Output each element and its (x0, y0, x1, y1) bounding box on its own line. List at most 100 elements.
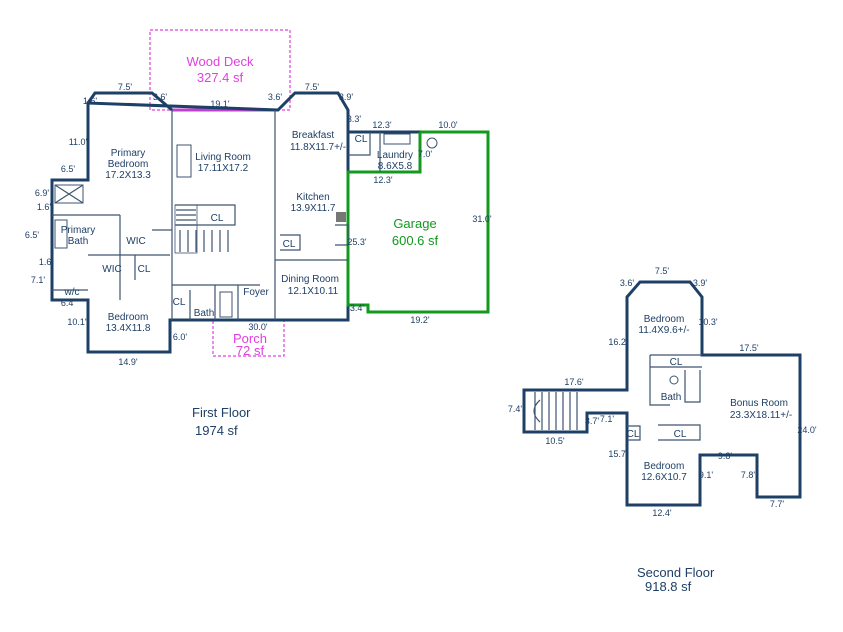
plan-label: Garage (393, 216, 436, 231)
plan-label: 1.6' (83, 96, 98, 106)
plan-label: 6.4' (61, 298, 76, 308)
wood-deck-label: Wood Deck (187, 54, 254, 69)
plan-label: 10.3' (698, 317, 718, 327)
plan-label: 7.0' (418, 149, 433, 159)
first-floor-title: First Floor (192, 405, 251, 420)
plan-label: Bonus Room (730, 398, 788, 409)
plan-label: Dining Room (281, 274, 339, 285)
plan-label: 7.1' (600, 414, 615, 424)
plan-label: 11.4X9.6+/- (638, 325, 689, 336)
second-floor-title: Second Floor (637, 565, 715, 580)
plan-label: 19.2' (410, 315, 430, 325)
plan-label: 7.5' (655, 266, 670, 276)
plan-label: 1.6' (37, 202, 52, 212)
plan-label: CL (674, 429, 687, 440)
plan-label: CL (138, 264, 151, 275)
plan-label: Bedroom (108, 312, 149, 323)
first-floor-dimensions: 7.5' 1.6' 3.6' 19.1' 3.6' 7.5' 3.9' 3.3'… (25, 82, 492, 367)
plan-label: 19.1' (210, 99, 230, 109)
plan-label: Bedroom (108, 159, 149, 170)
second-floor-room-labels: Bedroom 11.4X9.6+/- Bonus Room 23.3X18.1… (627, 314, 793, 483)
plan-label: 3.4' (350, 303, 365, 313)
plan-label: 13.9X11.7 (291, 203, 336, 214)
plan-label: WIC (102, 264, 121, 275)
plan-label: 25.3' (347, 237, 367, 247)
plan-label: 17.2X13.3 (105, 170, 151, 181)
porch-area: 72 sf (236, 343, 265, 358)
plan-label: Bedroom (644, 314, 685, 325)
plan-label: 16.2' (608, 337, 628, 347)
plan-label: Laundry (377, 150, 413, 161)
plan-label: Bedroom (644, 461, 685, 472)
plan-label: 7.4' (508, 404, 523, 414)
plan-label: Primary (61, 225, 95, 236)
plan-label: 6.0' (173, 332, 188, 342)
plan-label: Breakfast (292, 130, 334, 141)
first-floor-room-labels: Primary Bedroom 17.2X13.3 Living Room 17… (61, 130, 439, 334)
plan-label: 31.0' (472, 214, 492, 224)
plan-label: 14.9' (118, 357, 138, 367)
plan-label: WIC (126, 236, 145, 247)
plan-label: Kitchen (296, 192, 329, 203)
plan-label: 10.1' (67, 317, 87, 327)
second-floor-dimensions: 7.5' 3.6' 3.9' 10.3' 16.2' 17.5' 17.6' 7… (508, 266, 817, 518)
first-floor-exterior-wall (50, 91, 350, 354)
plan-label: 11.0' (69, 137, 88, 147)
second-floor-interior-walls (533, 354, 702, 441)
plan-label: 12.3' (372, 120, 392, 130)
plan-label: CL (355, 134, 368, 145)
plan-label: 3.6' (153, 92, 168, 102)
plan-label: 7.5' (118, 82, 133, 92)
plan-label: CL (670, 357, 683, 368)
plan-label: CL (627, 429, 640, 440)
plan-label: 17.5' (739, 343, 759, 353)
plan-label: 12.1X10.11 (288, 286, 339, 297)
porch-label: Porch (233, 331, 267, 346)
plan-label: 3.9' (339, 92, 354, 102)
plan-label: 6.9' (35, 188, 50, 198)
plan-label: Foyer (243, 287, 269, 298)
plan-label: 3.6' (268, 92, 283, 102)
plan-label: Bath (194, 308, 215, 319)
plan-label: 17.6' (564, 377, 584, 387)
plan-label: 600.6 sf (392, 233, 439, 248)
plan-label: 3.7' (585, 416, 600, 426)
plan-label: 7.1' (31, 275, 46, 285)
stove-icon (336, 212, 346, 222)
second-floor-area: 918.8 sf (645, 579, 692, 594)
first-floor-interior-walls (52, 110, 438, 320)
plan-label: 30.0' (248, 322, 268, 332)
plan-label: Bath (68, 236, 89, 247)
plan-label: 7.5' (305, 82, 320, 92)
plan-label: 17.11X17.2 (198, 163, 249, 174)
plan-label: CL (173, 297, 186, 308)
plan-label: CL (211, 213, 224, 224)
plan-label: 1.6' (39, 257, 54, 267)
plan-label: 7.8' (741, 470, 756, 480)
plan-label: 23.3X18.11+/- (730, 410, 792, 421)
garage-wall (346, 130, 490, 314)
plan-label: Living Room (195, 152, 251, 163)
plan-label: 11.8X11.7+/- (290, 142, 346, 153)
plan-label: 6.5' (25, 230, 40, 240)
plan-label: 12.6X10.7 (641, 472, 687, 483)
plan-label: 9.8' (718, 451, 733, 461)
plan-label: w/c (64, 287, 80, 298)
plan-label: 7.7' (770, 499, 785, 509)
plan-label: 3.9' (693, 278, 708, 288)
plan-label: Bath (661, 392, 682, 403)
plan-label: 9.1' (699, 470, 714, 480)
plan-label: 6.5' (61, 164, 76, 174)
plan-label: 3.3' (347, 114, 362, 124)
plan-label: 10.0' (438, 120, 458, 130)
wood-deck-area: 327.4 sf (197, 70, 244, 85)
plan-label: 3.6' (620, 278, 635, 288)
plan-label: 13.4X11.8 (106, 323, 151, 334)
plan-label: 24.0' (797, 425, 817, 435)
plan-label: 8.6X5.8 (378, 161, 413, 172)
plan-label: 12.4' (652, 508, 672, 518)
second-floor-exterior-wall (522, 280, 802, 507)
plan-label: 15.7' (608, 449, 628, 459)
plan-label: 10.5' (545, 436, 565, 446)
